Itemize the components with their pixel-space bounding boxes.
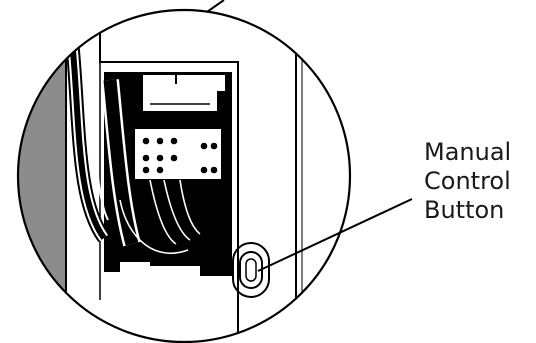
panel-edge-gray — [10, 60, 66, 343]
callout-line-2: Control — [424, 167, 534, 196]
callout-label: Manual Control Button — [424, 138, 534, 225]
callout-line-1: Manual — [424, 138, 534, 167]
callout-line-3: Button — [424, 196, 534, 225]
connector-block — [142, 74, 226, 112]
